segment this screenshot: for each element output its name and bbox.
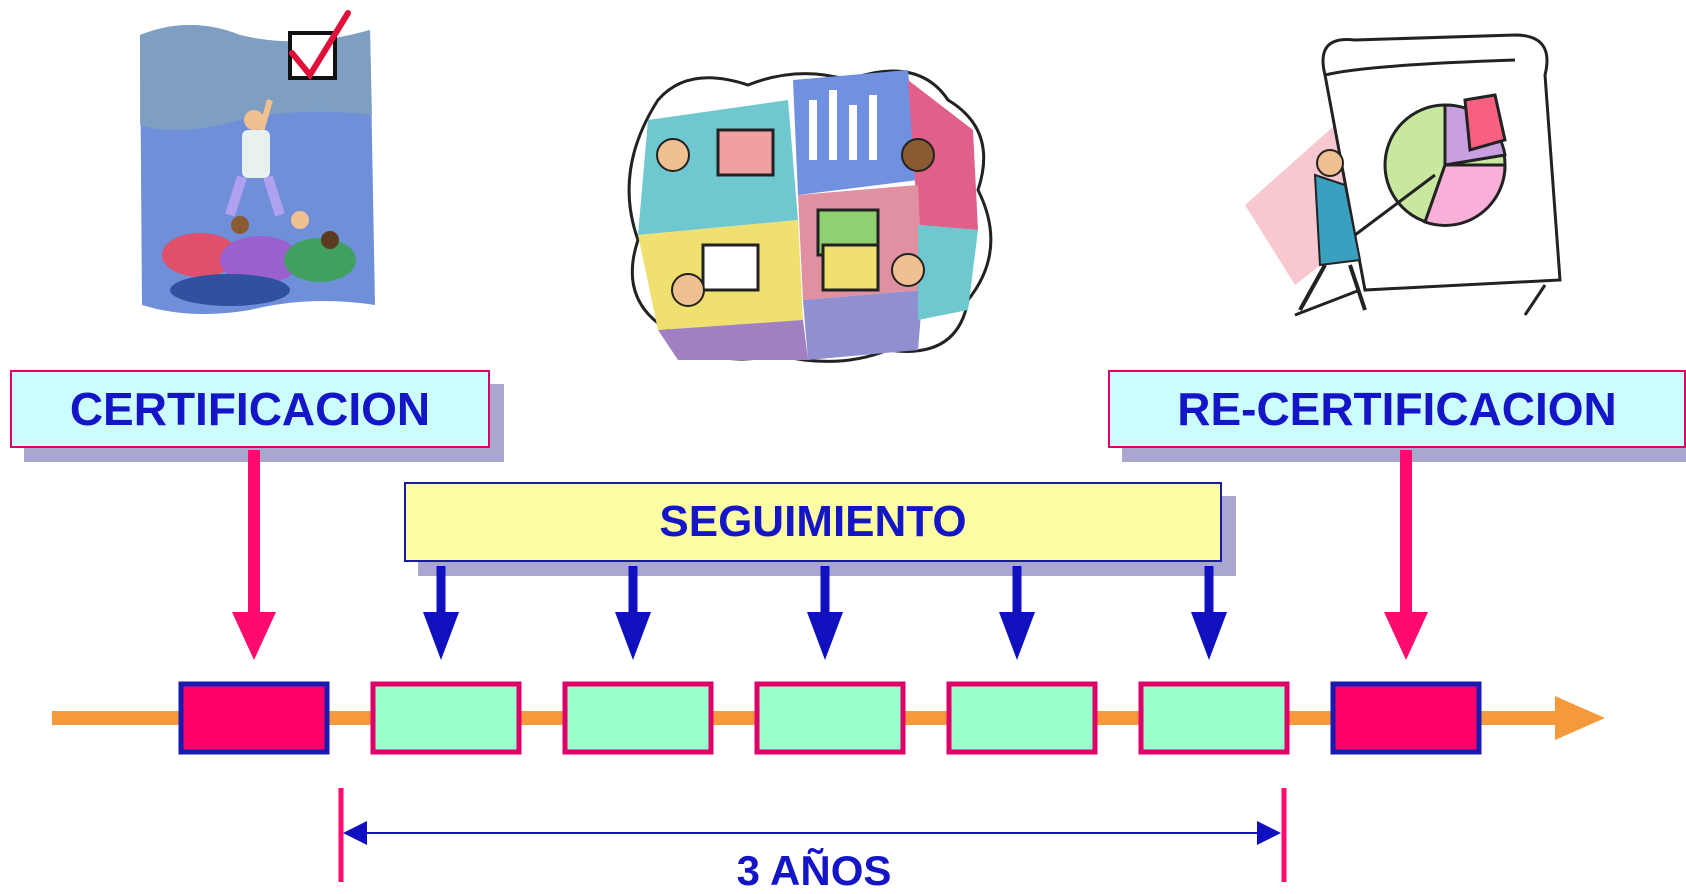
- step-arrow-head: [423, 612, 459, 660]
- step-arrow-head: [1384, 612, 1428, 660]
- follow-up-step: [1138, 681, 1290, 755]
- timeline-arrowhead: [1555, 696, 1605, 740]
- step-arrow-head: [615, 612, 651, 660]
- follow-up-step: [754, 681, 906, 755]
- follow-up-step: [946, 681, 1098, 755]
- duration-label: 3 AÑOS: [736, 847, 892, 894]
- follow-up-label: SEGUIMIENTO: [404, 482, 1222, 562]
- recertification-label: RE-CERTIFICACION: [1108, 370, 1686, 448]
- certification-label: CERTIFICACION: [10, 370, 490, 448]
- follow-up-step: [370, 681, 522, 755]
- step-arrow-head: [232, 612, 276, 660]
- presentation-chart-icon: [1245, 33, 1562, 317]
- step-arrow-head: [999, 612, 1035, 660]
- follow-up-step: [562, 681, 714, 755]
- teamwork-pyramid-icon: [140, 10, 375, 314]
- recertification-step: [1330, 681, 1482, 755]
- certification-step: [178, 681, 330, 755]
- office-collage-icon: [627, 69, 993, 363]
- step-arrow-head: [1191, 612, 1227, 660]
- step-arrow-head: [807, 612, 843, 660]
